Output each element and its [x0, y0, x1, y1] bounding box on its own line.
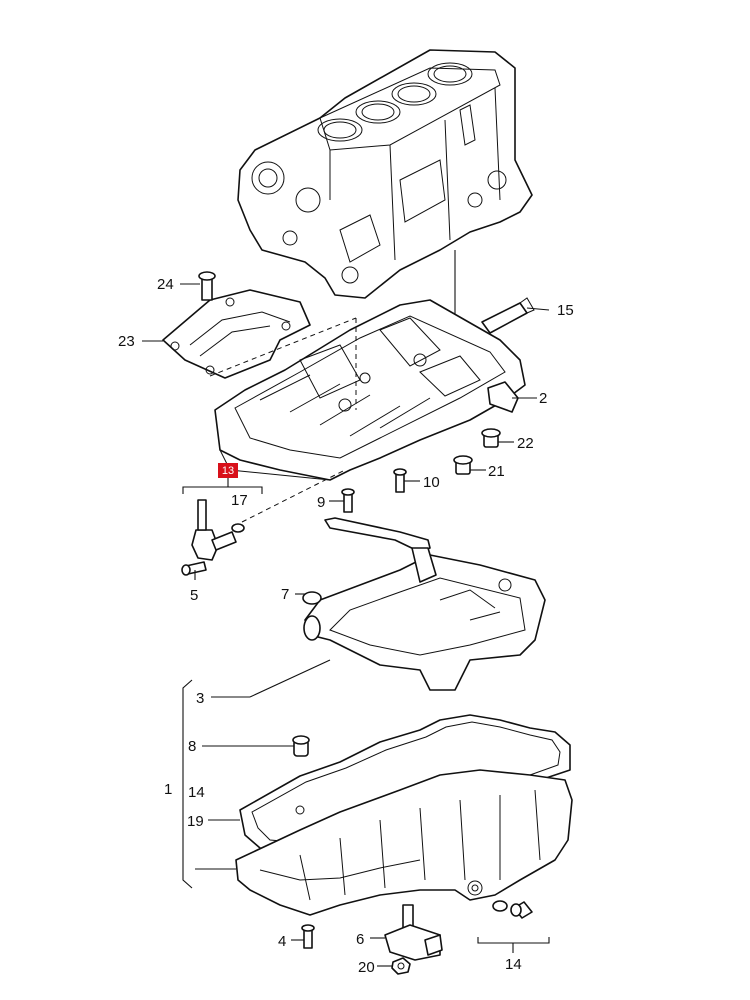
- group-bracket-13: [182, 478, 263, 494]
- label-1: 1: [164, 781, 172, 798]
- bolt-4: [301, 924, 315, 949]
- oil-switch-assembly: [181, 499, 245, 576]
- bolt-10: [393, 468, 407, 493]
- label-13: 13: [222, 465, 234, 477]
- bolt-9: [341, 488, 355, 513]
- drain-plug-14: [492, 900, 533, 919]
- label-17: 17: [231, 492, 248, 509]
- label-8: 8: [188, 738, 196, 755]
- label-14-group: 14: [188, 784, 205, 801]
- label-20: 20: [358, 959, 375, 976]
- nut-20: [391, 957, 411, 975]
- cylinder-block: [237, 49, 533, 299]
- label-9: 9: [317, 494, 325, 511]
- label-2: 2: [539, 390, 547, 407]
- oil-pump-assembly: [302, 517, 546, 691]
- label-5: 5: [190, 587, 198, 604]
- upper-oil-pan: [214, 299, 526, 481]
- group-bracket-14: [477, 937, 550, 953]
- oil-level-sensor: [384, 904, 443, 961]
- grommet-8: [292, 735, 310, 757]
- label-7: 7: [281, 586, 289, 603]
- label-22: 22: [517, 435, 534, 452]
- lower-oil-pan: [235, 747, 573, 916]
- plug-21: [453, 455, 473, 475]
- leader-lines: [142, 283, 550, 967]
- label-10: 10: [423, 474, 440, 491]
- highlight-badge-13: 13: [218, 463, 238, 478]
- label-4: 4: [278, 933, 286, 950]
- label-15: 15: [557, 302, 574, 319]
- plug-22: [481, 428, 501, 448]
- label-14-plug: 14: [505, 956, 522, 973]
- label-19: 19: [187, 813, 204, 830]
- part-labels: 24 23 15 2 22 21 10 9 17 5 7 3 8 1 14 19…: [118, 276, 574, 976]
- label-23: 23: [118, 333, 135, 350]
- baffle-plate: [162, 271, 311, 379]
- group-bracket-1: [182, 679, 193, 889]
- label-3: 3: [196, 690, 204, 707]
- label-6: 6: [356, 931, 364, 948]
- guide-tube-part: [454, 250, 535, 362]
- label-21: 21: [488, 463, 505, 480]
- label-24: 24: [157, 276, 174, 293]
